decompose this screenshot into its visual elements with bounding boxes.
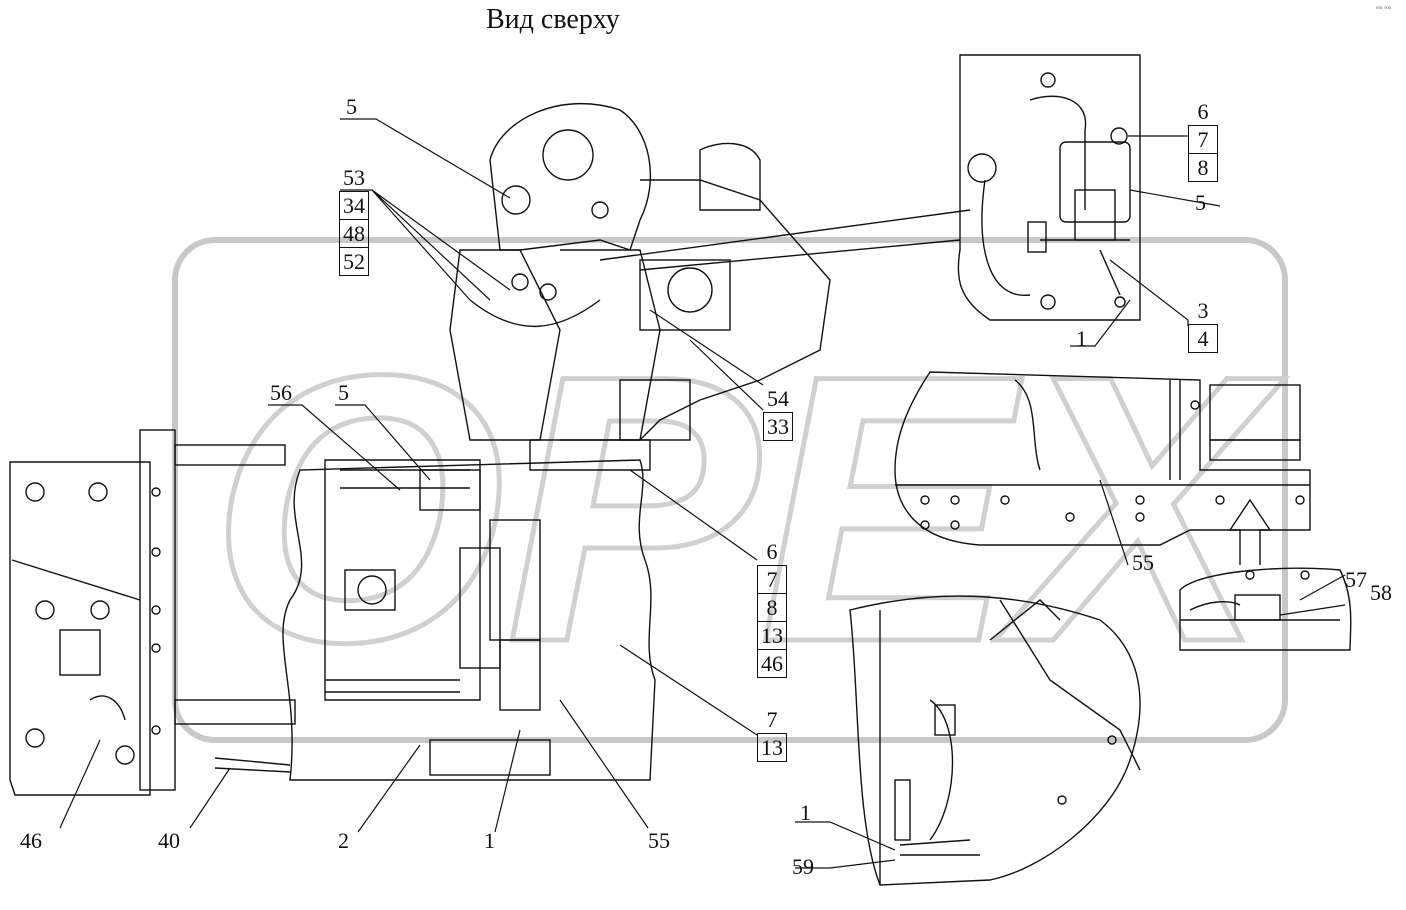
callout-1-bottom: 1 xyxy=(484,828,495,853)
leader-lines xyxy=(59,118,1346,869)
callout-57: 57 xyxy=(1345,567,1367,592)
callout-58: 58 xyxy=(1370,580,1392,605)
detail-right-middle xyxy=(894,371,1311,546)
callout-48: 48 xyxy=(339,220,369,248)
callout-56: 56 xyxy=(270,380,292,405)
callout-group-6-mid: 6 7 8 13 46 xyxy=(757,538,787,678)
callout-1-bottom-right: 1 xyxy=(800,800,811,825)
callout-6-inset: 6 xyxy=(1188,98,1218,126)
callout-6-mid: 6 xyxy=(757,538,787,566)
callout-52: 52 xyxy=(339,248,369,276)
detail-bottom-right xyxy=(849,595,1141,886)
callout-40: 40 xyxy=(158,828,180,853)
callout-46-mid: 46 xyxy=(757,650,787,678)
callout-54: 54 xyxy=(763,385,793,413)
callout-2: 2 xyxy=(338,828,349,853)
callout-5-inset: 5 xyxy=(1195,190,1206,215)
left-frame xyxy=(9,429,296,796)
svg-text:OPEX: OPEX xyxy=(210,296,1286,721)
detail-inset-57-58 xyxy=(1179,567,1352,651)
callout-group-7-low: 7 13 xyxy=(757,706,787,762)
callout-13-mid: 13 xyxy=(757,622,787,650)
callout-46: 46 xyxy=(20,828,42,853)
callout-group-3: 3 4 xyxy=(1188,297,1218,353)
callout-3: 3 xyxy=(1188,297,1218,325)
callout-5-top: 5 xyxy=(346,94,357,119)
watermark: OPEX xyxy=(172,237,1288,743)
corner-mark: ᵒᵐ ᵒᵒᵒ xyxy=(1376,4,1392,13)
callout-7-low: 7 xyxy=(757,706,787,734)
callout-8-inset: 8 xyxy=(1188,154,1218,182)
direction-arrow xyxy=(1228,498,1272,565)
callout-55-bottom: 55 xyxy=(648,828,670,853)
callout-7-inset: 7 xyxy=(1188,126,1218,154)
callout-group-54: 54 33 xyxy=(763,385,793,441)
callout-59: 59 xyxy=(792,854,814,879)
callout-4: 4 xyxy=(1188,325,1218,353)
engine-block xyxy=(282,459,656,781)
callout-8-mid: 8 xyxy=(757,594,787,622)
callout-group-53: 53 34 48 52 xyxy=(339,164,369,276)
upper-housing xyxy=(449,102,831,471)
callout-5-mid: 5 xyxy=(338,380,349,405)
callout-34: 34 xyxy=(339,192,369,220)
callout-group-6-inset: 6 7 8 xyxy=(1188,98,1218,182)
diagram-title: Вид сверху xyxy=(486,4,620,35)
callout-7-mid: 7 xyxy=(757,566,787,594)
callout-13-low: 13 xyxy=(757,734,787,762)
callout-33: 33 xyxy=(763,413,793,441)
callout-55-right: 55 xyxy=(1132,550,1154,575)
callout-53: 53 xyxy=(339,164,369,192)
callout-1-inset: 1 xyxy=(1076,326,1087,351)
detail-inset-top-right xyxy=(599,54,1141,321)
